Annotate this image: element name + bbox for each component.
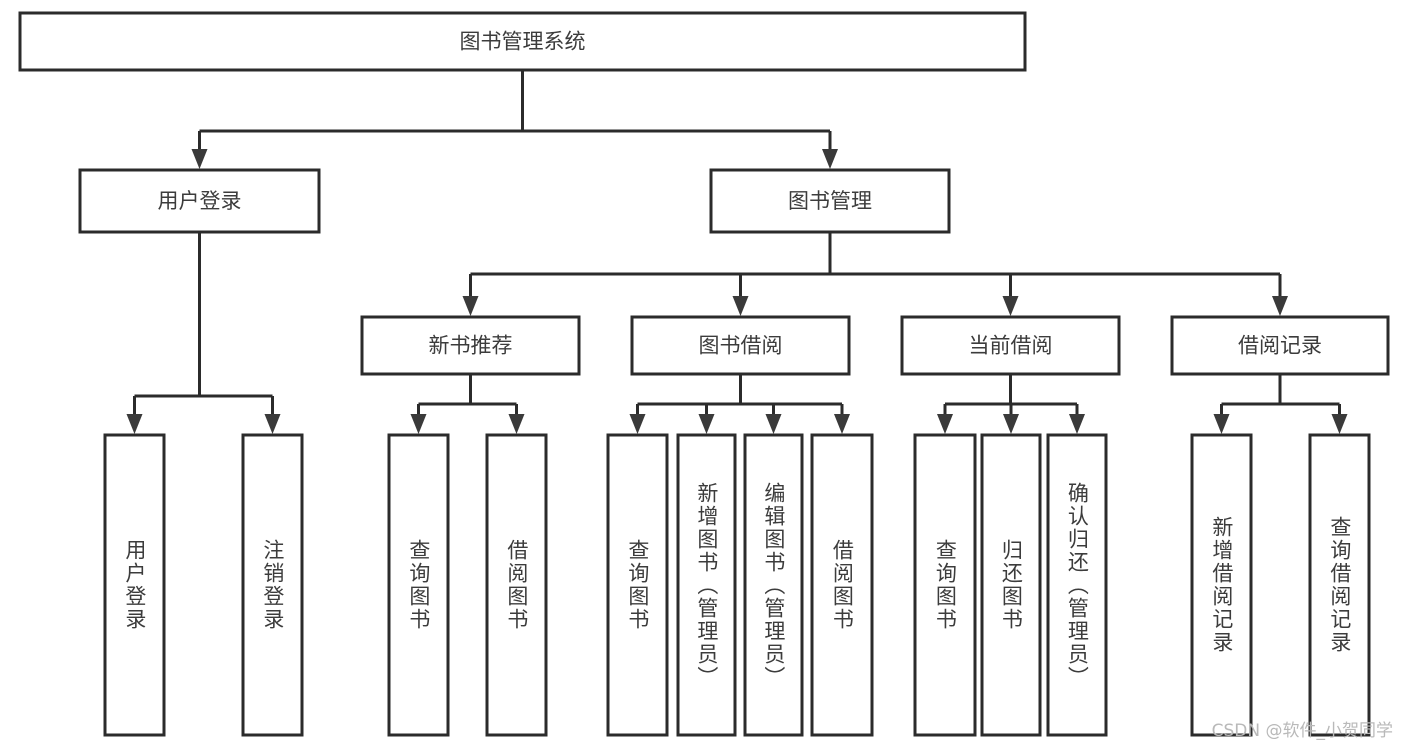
boxes-layer <box>18 11 1390 737</box>
node-box-root[interactable] <box>18 11 1027 72</box>
arrow-head-icon <box>1003 414 1019 434</box>
arrow-head-icon <box>1213 414 1230 434</box>
node-label-book-borrow: 图书借阅 <box>699 334 783 358</box>
node-box-book-borrow[interactable] <box>630 315 851 376</box>
node-box-borrow-record[interactable] <box>1170 315 1390 376</box>
node-label-new-book-recommend: 新书推荐 <box>429 334 513 358</box>
node-box-leaf-user-logout[interactable] <box>241 433 304 737</box>
arrow-head-icon <box>698 414 715 434</box>
arrow-head-icon <box>410 414 427 434</box>
arrow-head-icon <box>1331 414 1348 434</box>
arrow-head-icon <box>1069 414 1085 434</box>
node-label-borrow-record: 借阅记录 <box>1238 334 1322 358</box>
arrow-head-icon <box>834 414 850 434</box>
connectors-layer <box>126 70 1348 434</box>
node-label-current-borrow: 当前借阅 <box>969 334 1053 358</box>
node-box-user-login[interactable] <box>78 168 321 234</box>
arrow-head-icon <box>462 296 479 316</box>
arrow-head-icon <box>937 414 953 434</box>
node-box-leaf-current-confirm-return[interactable] <box>1046 433 1108 737</box>
arrow-head-icon <box>508 414 525 434</box>
arrow-head-icon <box>765 414 782 434</box>
node-label-user-login: 用户登录 <box>158 189 242 213</box>
node-box-leaf-borrow-add-book[interactable] <box>676 433 737 737</box>
node-box-leaf-borrow-borrow-book[interactable] <box>810 433 874 737</box>
arrow-head-icon <box>126 414 143 434</box>
arrow-head-icon <box>732 296 749 316</box>
node-box-leaf-recommend-borrow-book[interactable] <box>485 433 548 737</box>
arrow-head-icon <box>264 414 281 434</box>
node-box-leaf-record-add[interactable] <box>1190 433 1253 737</box>
node-label-book-manage: 图书管理 <box>788 189 872 213</box>
node-box-leaf-current-return-book[interactable] <box>980 433 1042 737</box>
node-box-leaf-record-query[interactable] <box>1308 433 1371 737</box>
arrow-head-icon <box>822 149 838 169</box>
node-box-leaf-recommend-query-book[interactable] <box>387 433 450 737</box>
node-box-leaf-borrow-edit-book[interactable] <box>743 433 804 737</box>
node-box-leaf-user-login[interactable] <box>103 433 166 737</box>
csdn-watermark: CSDN @软件_小贺同学 <box>1211 721 1393 741</box>
node-box-leaf-current-query-book[interactable] <box>913 433 977 737</box>
node-box-new-book-recommend[interactable] <box>360 315 581 376</box>
arrow-head-icon <box>1002 296 1019 316</box>
arrow-head-icon <box>629 414 646 434</box>
node-label-root: 图书管理系统 <box>460 30 586 54</box>
arrow-head-icon <box>191 149 208 169</box>
arrow-head-icon <box>1272 296 1288 316</box>
node-box-book-manage[interactable] <box>709 168 951 234</box>
node-box-leaf-borrow-query-book[interactable] <box>606 433 669 737</box>
node-box-current-borrow[interactable] <box>900 315 1121 376</box>
